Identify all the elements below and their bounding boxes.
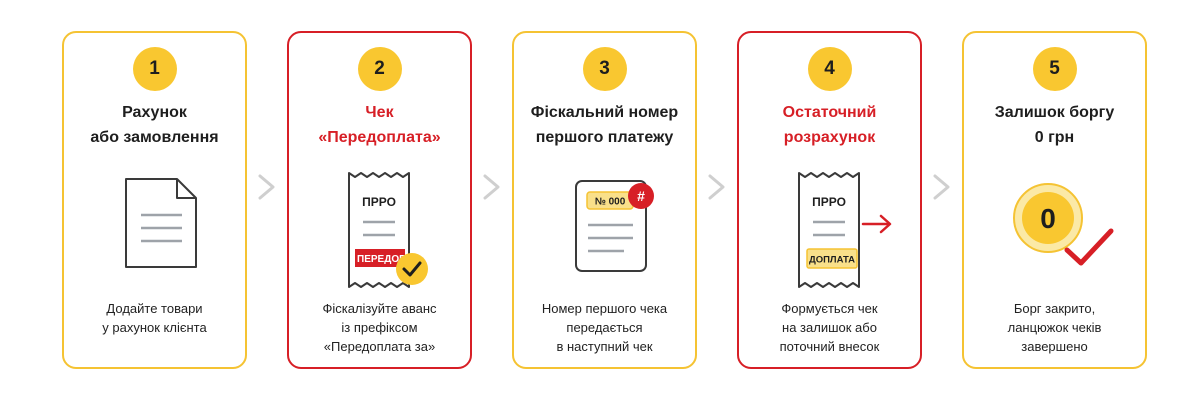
coin-checkmark-icon: 0: [1013, 183, 1114, 266]
step-number-badge: 3: [582, 47, 627, 91]
document-hash-icon: № 000 #: [575, 180, 654, 272]
zero-balance-label: 0: [1040, 203, 1056, 234]
surcharge-stamp: ДОПЛАТА: [809, 255, 855, 266]
step-description: Номер першого чека передається в наступн…: [541, 301, 668, 354]
step-description: Борг закрито, ланцюжок чеків завершено: [1007, 301, 1102, 354]
step-card-1: 1 Рахунок або замовлення Додайте товари …: [62, 31, 247, 369]
chevron-right-icon: [933, 174, 950, 200]
step-card-3: 3 Фіскальний номер першого платежу № 000…: [512, 31, 697, 369]
prro-label: ПРРО: [812, 195, 846, 209]
hash-tag: #: [637, 188, 645, 204]
step-number-badge: 1: [132, 47, 177, 91]
receipt-arrow-icon: ПРРО ДОПЛАТА: [798, 172, 892, 288]
chevron-right-icon: [708, 174, 725, 200]
receipt-check-icon: ПРРО ПЕРЕДОПЛАТА: [348, 172, 433, 288]
step-number-badge: 4: [807, 47, 852, 91]
step-title: Рахунок або замовлення: [90, 104, 219, 146]
step-title: Чек «Передоплата»: [318, 104, 441, 146]
step-number-badge: 5: [1032, 47, 1077, 91]
step-description: Фіскалізуйте аванс із префіксом «Передоп…: [322, 301, 437, 354]
chevron-right-icon: [258, 174, 275, 200]
step-description: Додайте товари у рахунок клієнта: [102, 301, 207, 335]
step-title: Фіскальний номер першого платежу: [530, 104, 679, 146]
step-number-badge: 2: [357, 47, 402, 91]
fiscal-number-label: № 000: [595, 197, 626, 208]
prepayment-stamp: ПЕРЕДОПЛАТА: [357, 254, 433, 265]
prro-label: ПРРО: [362, 195, 396, 209]
step-description: Формується чек на залишок або поточний в…: [779, 301, 880, 354]
step-card-4: 4 Остаточний розрахунок ПРРО ДОПЛАТА Фор…: [737, 31, 922, 369]
step-card-5: 5 Залишок боргу 0 грн 0 Борг закрито, ла…: [962, 31, 1147, 369]
document-icon: [125, 178, 197, 268]
chevron-right-icon: [483, 174, 500, 200]
step-title: Залишок боргу 0 грн: [994, 104, 1115, 146]
step-title: Остаточний розрахунок: [782, 104, 877, 146]
step-card-2: 2 Чек «Передоплата» ПРРО ПЕРЕДОПЛАТА Фіс…: [287, 31, 472, 369]
